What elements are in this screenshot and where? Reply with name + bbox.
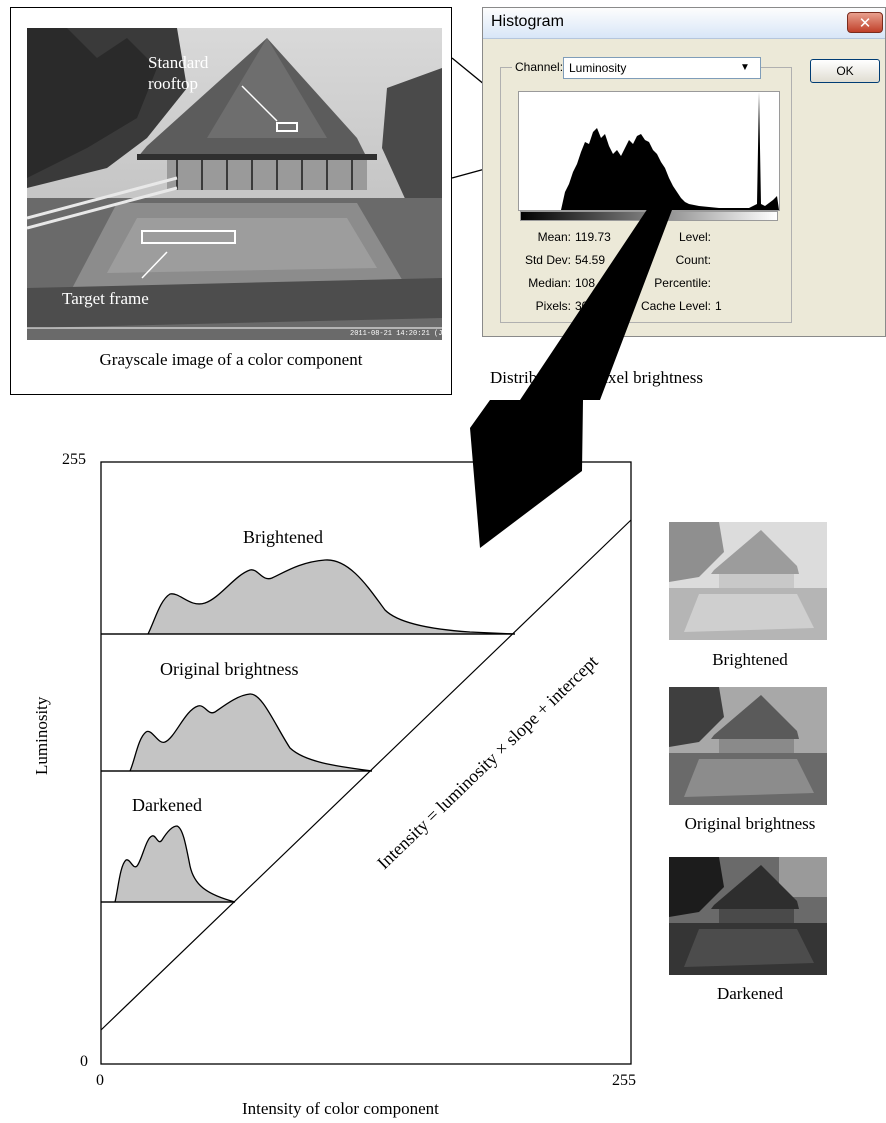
stat-count-label: Count: <box>675 253 711 267</box>
original-thumbnail-caption: Original brightness <box>684 814 816 833</box>
stat-pixels-label: Pixels: <box>535 299 571 313</box>
histogram-plot <box>518 91 780 211</box>
original-thumbnail-graphic <box>669 687 827 805</box>
plot-frame <box>100 461 632 1065</box>
photo-caption: Grayscale image of a color component <box>99 350 363 369</box>
chevron-down-icon[interactable]: ▼ <box>740 62 750 73</box>
brightened-thumbnail <box>669 522 827 640</box>
darkened-thumbnail <box>669 857 827 975</box>
stat-level-label: Level: <box>678 230 711 244</box>
original-curve-label: Original brightness <box>160 659 299 679</box>
darkened-thumbnail-caption: Darkened <box>716 984 784 1003</box>
stat-stddev-label: Std Dev: <box>524 253 571 267</box>
stat-median-value: 108 <box>575 276 596 290</box>
x-axis-label: Intensity of color component <box>242 1099 439 1118</box>
stat-median-label: Median: <box>528 276 571 290</box>
y-tick-0: 0 <box>80 1053 88 1070</box>
channel-dropdown[interactable]: Luminosity <box>563 57 761 79</box>
dialog-title: Histogram <box>491 13 564 30</box>
close-button[interactable]: ✕ <box>847 12 883 33</box>
stat-mean-label: Mean: <box>537 230 571 244</box>
original-curve <box>101 693 373 772</box>
histogram-dialog: Histogram ✕ Channel: Luminosity ▼ OK Mea… <box>482 7 886 337</box>
stat-stddev-value: 54.59 <box>575 253 606 267</box>
grayscale-scene-graphic <box>27 28 442 340</box>
histogram-bars <box>561 92 779 210</box>
stat-percentile-label: Percentile: <box>654 276 711 290</box>
grayscale-photo <box>27 28 442 340</box>
dialog-titlebar <box>483 8 885 39</box>
channel-selected-value: Luminosity <box>569 61 627 75</box>
close-icon: ✕ <box>858 15 872 32</box>
x-tick-255: 255 <box>612 1072 636 1089</box>
brightened-thumbnail-graphic <box>669 522 827 640</box>
stat-mean-value: 119.73 <box>575 230 611 244</box>
rooftop-label-line1: Standard <box>148 53 209 72</box>
rooftop-label-line2: rooftop <box>148 74 199 93</box>
darkened-curve-label: Darkened <box>132 795 202 815</box>
y-tick-255: 255 <box>62 451 86 468</box>
darkened-curve <box>101 825 236 903</box>
darkened-thumbnail-graphic <box>669 857 827 975</box>
brightened-thumbnail-caption: Brightened <box>712 650 788 669</box>
stat-cache-level-label: Cache Level: <box>640 299 711 313</box>
target-frame-label: Target frame <box>62 289 149 308</box>
stat-cache-level-value: 1 <box>715 299 722 313</box>
ok-button[interactable]: OK <box>810 59 880 83</box>
channel-label: Channel: <box>512 60 567 74</box>
photo-timestamp: 2011-08-21 14:20:21 (JST) <box>350 330 456 338</box>
brightened-curve <box>101 559 516 635</box>
y-axis-label: Luminosity <box>32 696 51 775</box>
intensity-line <box>100 519 632 1031</box>
original-thumbnail <box>669 687 827 805</box>
brightened-curve-label: Brightened <box>243 527 323 547</box>
x-tick-0: 0 <box>96 1072 104 1089</box>
big-arrow <box>470 202 672 548</box>
